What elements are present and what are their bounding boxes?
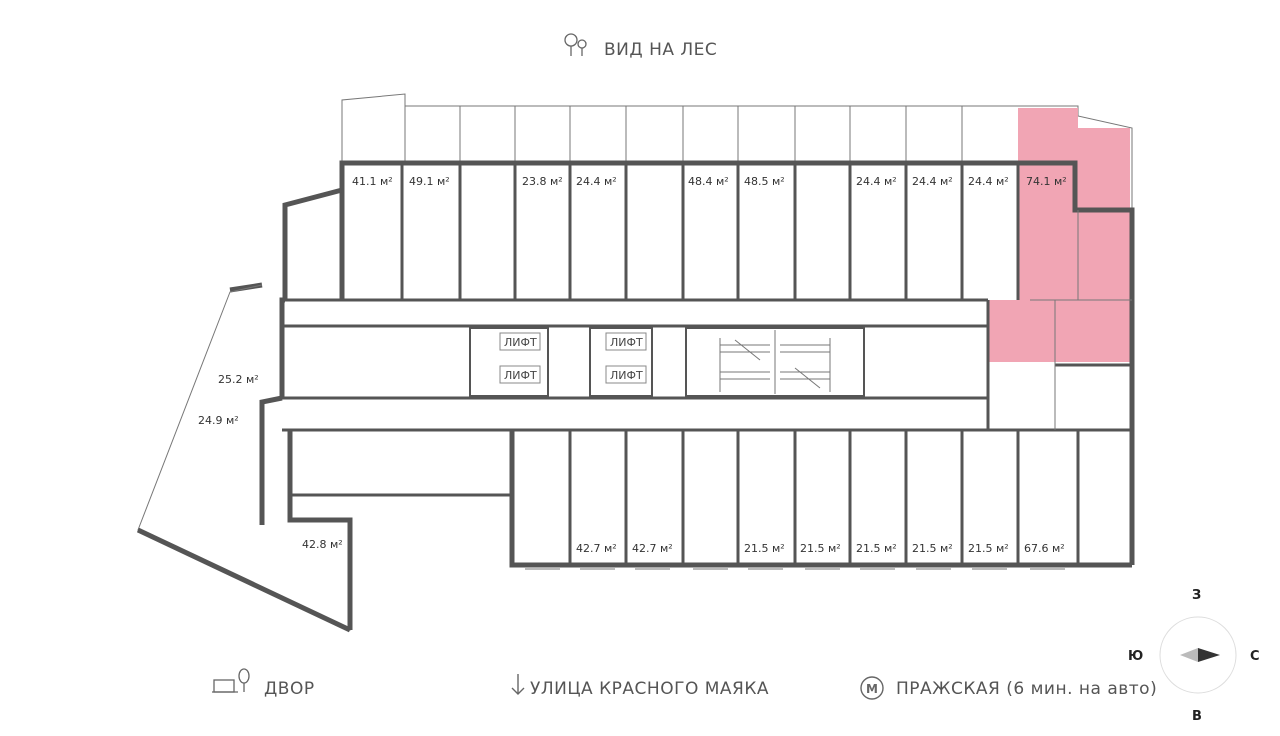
unit-label[interactable]: 24.9 м²	[198, 414, 239, 427]
unit-label[interactable]: 21.5 м²	[856, 542, 897, 555]
arrow-down-icon	[511, 674, 525, 695]
lift-label-1: ЛИФТ	[504, 336, 537, 349]
units-left: 25.2 м² 24.9 м² 42.8 м²	[198, 373, 343, 551]
courtyard-text: ДВОР	[264, 679, 315, 699]
compass-west: Ю	[1128, 649, 1143, 664]
unit-label[interactable]: 48.4 м²	[688, 175, 729, 188]
unit-label[interactable]: 67.6 м²	[1024, 542, 1065, 555]
unit-label[interactable]: 42.8 м²	[302, 538, 343, 551]
street-caption: УЛИЦА КРАСНОГО МАЯКА	[511, 674, 769, 699]
courtyard-caption: ДВОР	[212, 668, 315, 699]
courtyard-icon	[212, 668, 250, 693]
compass: З В Ю С	[1128, 588, 1260, 724]
unit-label[interactable]: 21.5 м²	[800, 542, 841, 555]
forest-view-caption: ВИД НА ЛЕС	[564, 33, 717, 60]
unit-label[interactable]: 24.4 м²	[912, 175, 953, 188]
svg-text:M: M	[866, 682, 878, 696]
forest-view-text: ВИД НА ЛЕС	[604, 40, 717, 60]
staircase	[685, 327, 865, 397]
compass-east: С	[1250, 649, 1260, 664]
lift-label-3: ЛИФТ	[610, 336, 643, 349]
unit-label[interactable]: 48.5 м²	[744, 175, 785, 188]
units-bottom: 42.7 м² 42.7 м² 21.5 м² 21.5 м² 21.5 м² …	[576, 542, 1065, 555]
metro-icon: M	[860, 676, 884, 700]
unit-label[interactable]: 41.1 м²	[352, 175, 393, 188]
unit-label[interactable]: 49.1 м²	[409, 175, 450, 188]
unit-label[interactable]: 21.5 м²	[968, 542, 1009, 555]
elevator-core: ЛИФТ ЛИФТ ЛИФТ ЛИФТ	[469, 327, 653, 397]
unit-label[interactable]: 23.8 м²	[522, 175, 563, 188]
lift-label-2: ЛИФТ	[504, 369, 537, 382]
tree-icon	[564, 33, 587, 56]
terrace-outline	[341, 93, 1133, 210]
street-text: УЛИЦА КРАСНОГО МАЯКА	[530, 679, 769, 699]
highlighted-unit-74-1[interactable]	[988, 108, 1132, 362]
unit-label[interactable]: 25.2 м²	[218, 373, 259, 386]
units-top: 41.1 м² 49.1 м² 23.8 м² 24.4 м² 48.4 м² …	[352, 175, 1067, 188]
lift-label-4: ЛИФТ	[610, 369, 643, 382]
compass-north: З	[1192, 588, 1201, 603]
unit-label[interactable]: 21.5 м²	[912, 542, 953, 555]
compass-south: В	[1192, 709, 1202, 724]
unit-label[interactable]: 21.5 м²	[744, 542, 785, 555]
unit-label[interactable]: 42.7 м²	[632, 542, 673, 555]
unit-label[interactable]: 24.4 м²	[968, 175, 1009, 188]
unit-label-highlighted[interactable]: 74.1 м²	[1026, 175, 1067, 188]
metro-text: ПРАЖСКАЯ (6 мин. на авто)	[896, 679, 1157, 699]
unit-label[interactable]: 24.4 м²	[856, 175, 897, 188]
building-walls	[136, 160, 1135, 633]
unit-label[interactable]: 42.7 м²	[576, 542, 617, 555]
unit-label[interactable]: 24.4 м²	[576, 175, 617, 188]
metro-caption: M ПРАЖСКАЯ (6 мин. на авто)	[860, 676, 1157, 700]
